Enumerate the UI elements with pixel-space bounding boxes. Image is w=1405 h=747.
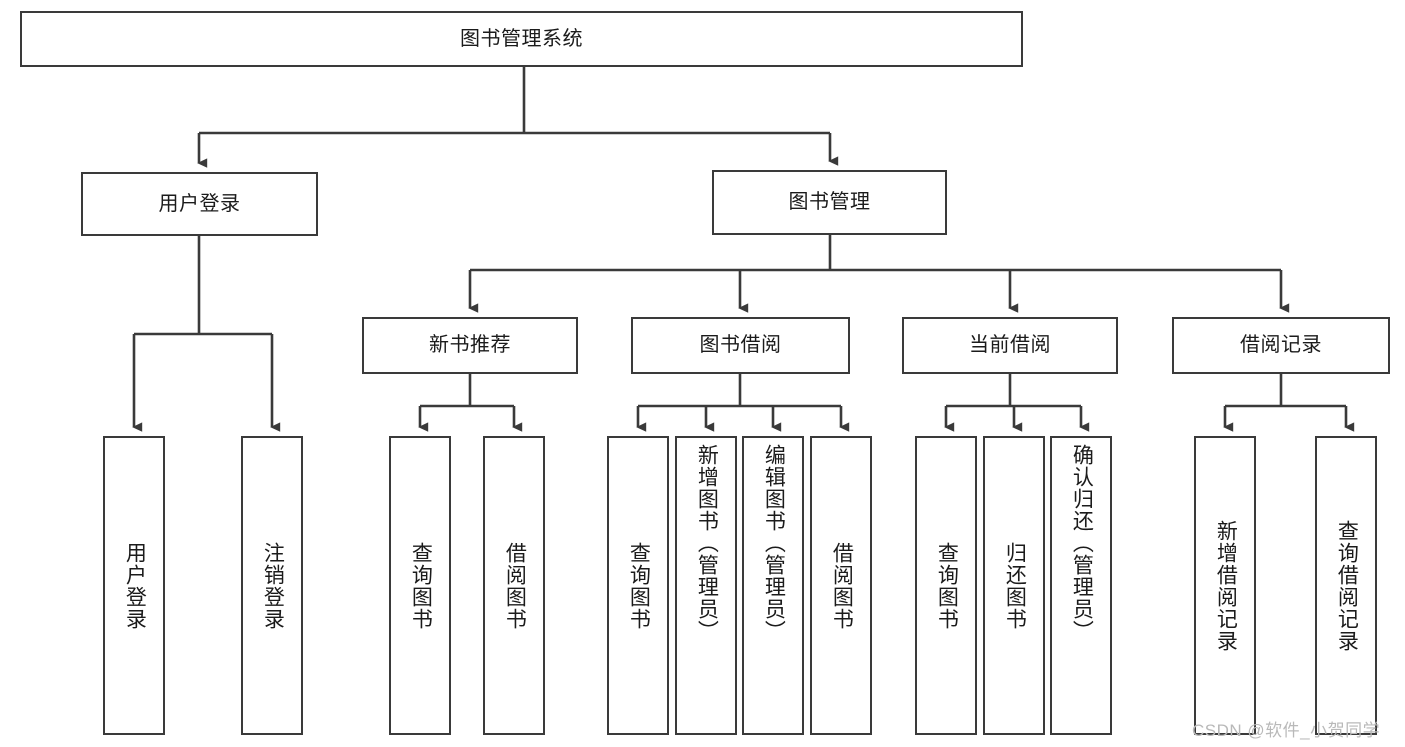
node-root-label: 图书管理系统 bbox=[460, 27, 583, 50]
node-leaf-add-book-admin[interactable]: 新增图书（管理员） bbox=[675, 436, 737, 735]
node-new-book-rec-label: 新书推荐 bbox=[429, 334, 511, 356]
node-book-manage-label: 图书管理 bbox=[788, 191, 871, 213]
node-leaf-query-book-1[interactable]: 查询图书 bbox=[389, 436, 451, 735]
node-leaf-query-book-3-label: 查询图书 bbox=[935, 541, 959, 630]
node-leaf-edit-book-admin[interactable]: 编辑图书（管理员） bbox=[742, 436, 804, 735]
node-leaf-query-borrow-record-label: 查询借阅记录 bbox=[1335, 519, 1359, 652]
node-leaf-query-book-2[interactable]: 查询图书 bbox=[607, 436, 669, 735]
node-borrow-record-label: 借阅记录 bbox=[1240, 334, 1322, 356]
node-book-borrow[interactable]: 图书借阅 bbox=[631, 317, 850, 374]
node-current-borrow-label: 当前借阅 bbox=[969, 334, 1051, 356]
node-leaf-confirm-return-admin[interactable]: 确认归还（管理员） bbox=[1050, 436, 1112, 735]
node-book-borrow-label: 图书借阅 bbox=[699, 334, 782, 356]
node-leaf-borrow-book-2[interactable]: 借阅图书 bbox=[810, 436, 872, 735]
node-leaf-query-borrow-record[interactable]: 查询借阅记录 bbox=[1315, 436, 1377, 735]
node-leaf-query-book-3[interactable]: 查询图书 bbox=[915, 436, 977, 735]
node-leaf-user-login[interactable]: 用户登录 bbox=[103, 436, 165, 735]
node-user-login-label: 用户登录 bbox=[158, 192, 241, 215]
node-leaf-edit-book-admin-label: 编辑图书（管理员） bbox=[762, 444, 786, 642]
node-new-book-rec[interactable]: 新书推荐 bbox=[362, 317, 578, 374]
node-leaf-borrow-book-2-label: 借阅图书 bbox=[830, 541, 854, 630]
csdn-watermark: CSDN @软件_小贺同学 bbox=[1192, 721, 1381, 740]
node-leaf-user-logout-label: 注销登录 bbox=[261, 541, 285, 630]
node-user-login[interactable]: 用户登录 bbox=[81, 172, 318, 236]
node-leaf-borrow-book-1[interactable]: 借阅图书 bbox=[483, 436, 545, 735]
node-leaf-query-book-2-label: 查询图书 bbox=[627, 541, 651, 630]
node-leaf-return-book-label: 归还图书 bbox=[1003, 541, 1027, 630]
node-leaf-add-borrow-record[interactable]: 新增借阅记录 bbox=[1194, 436, 1256, 735]
node-current-borrow[interactable]: 当前借阅 bbox=[902, 317, 1118, 374]
node-leaf-add-book-admin-label: 新增图书（管理员） bbox=[695, 444, 719, 642]
node-borrow-record[interactable]: 借阅记录 bbox=[1172, 317, 1390, 374]
node-leaf-add-borrow-record-label: 新增借阅记录 bbox=[1214, 519, 1238, 652]
node-book-manage[interactable]: 图书管理 bbox=[712, 170, 947, 235]
node-leaf-user-login-label: 用户登录 bbox=[123, 541, 147, 630]
node-leaf-user-logout[interactable]: 注销登录 bbox=[241, 436, 303, 735]
node-root[interactable]: 图书管理系统 bbox=[20, 11, 1023, 67]
node-leaf-query-book-1-label: 查询图书 bbox=[409, 541, 433, 630]
node-leaf-borrow-book-1-label: 借阅图书 bbox=[503, 541, 527, 630]
node-leaf-return-book[interactable]: 归还图书 bbox=[983, 436, 1045, 735]
node-leaf-confirm-return-admin-label: 确认归还（管理员） bbox=[1070, 444, 1094, 642]
